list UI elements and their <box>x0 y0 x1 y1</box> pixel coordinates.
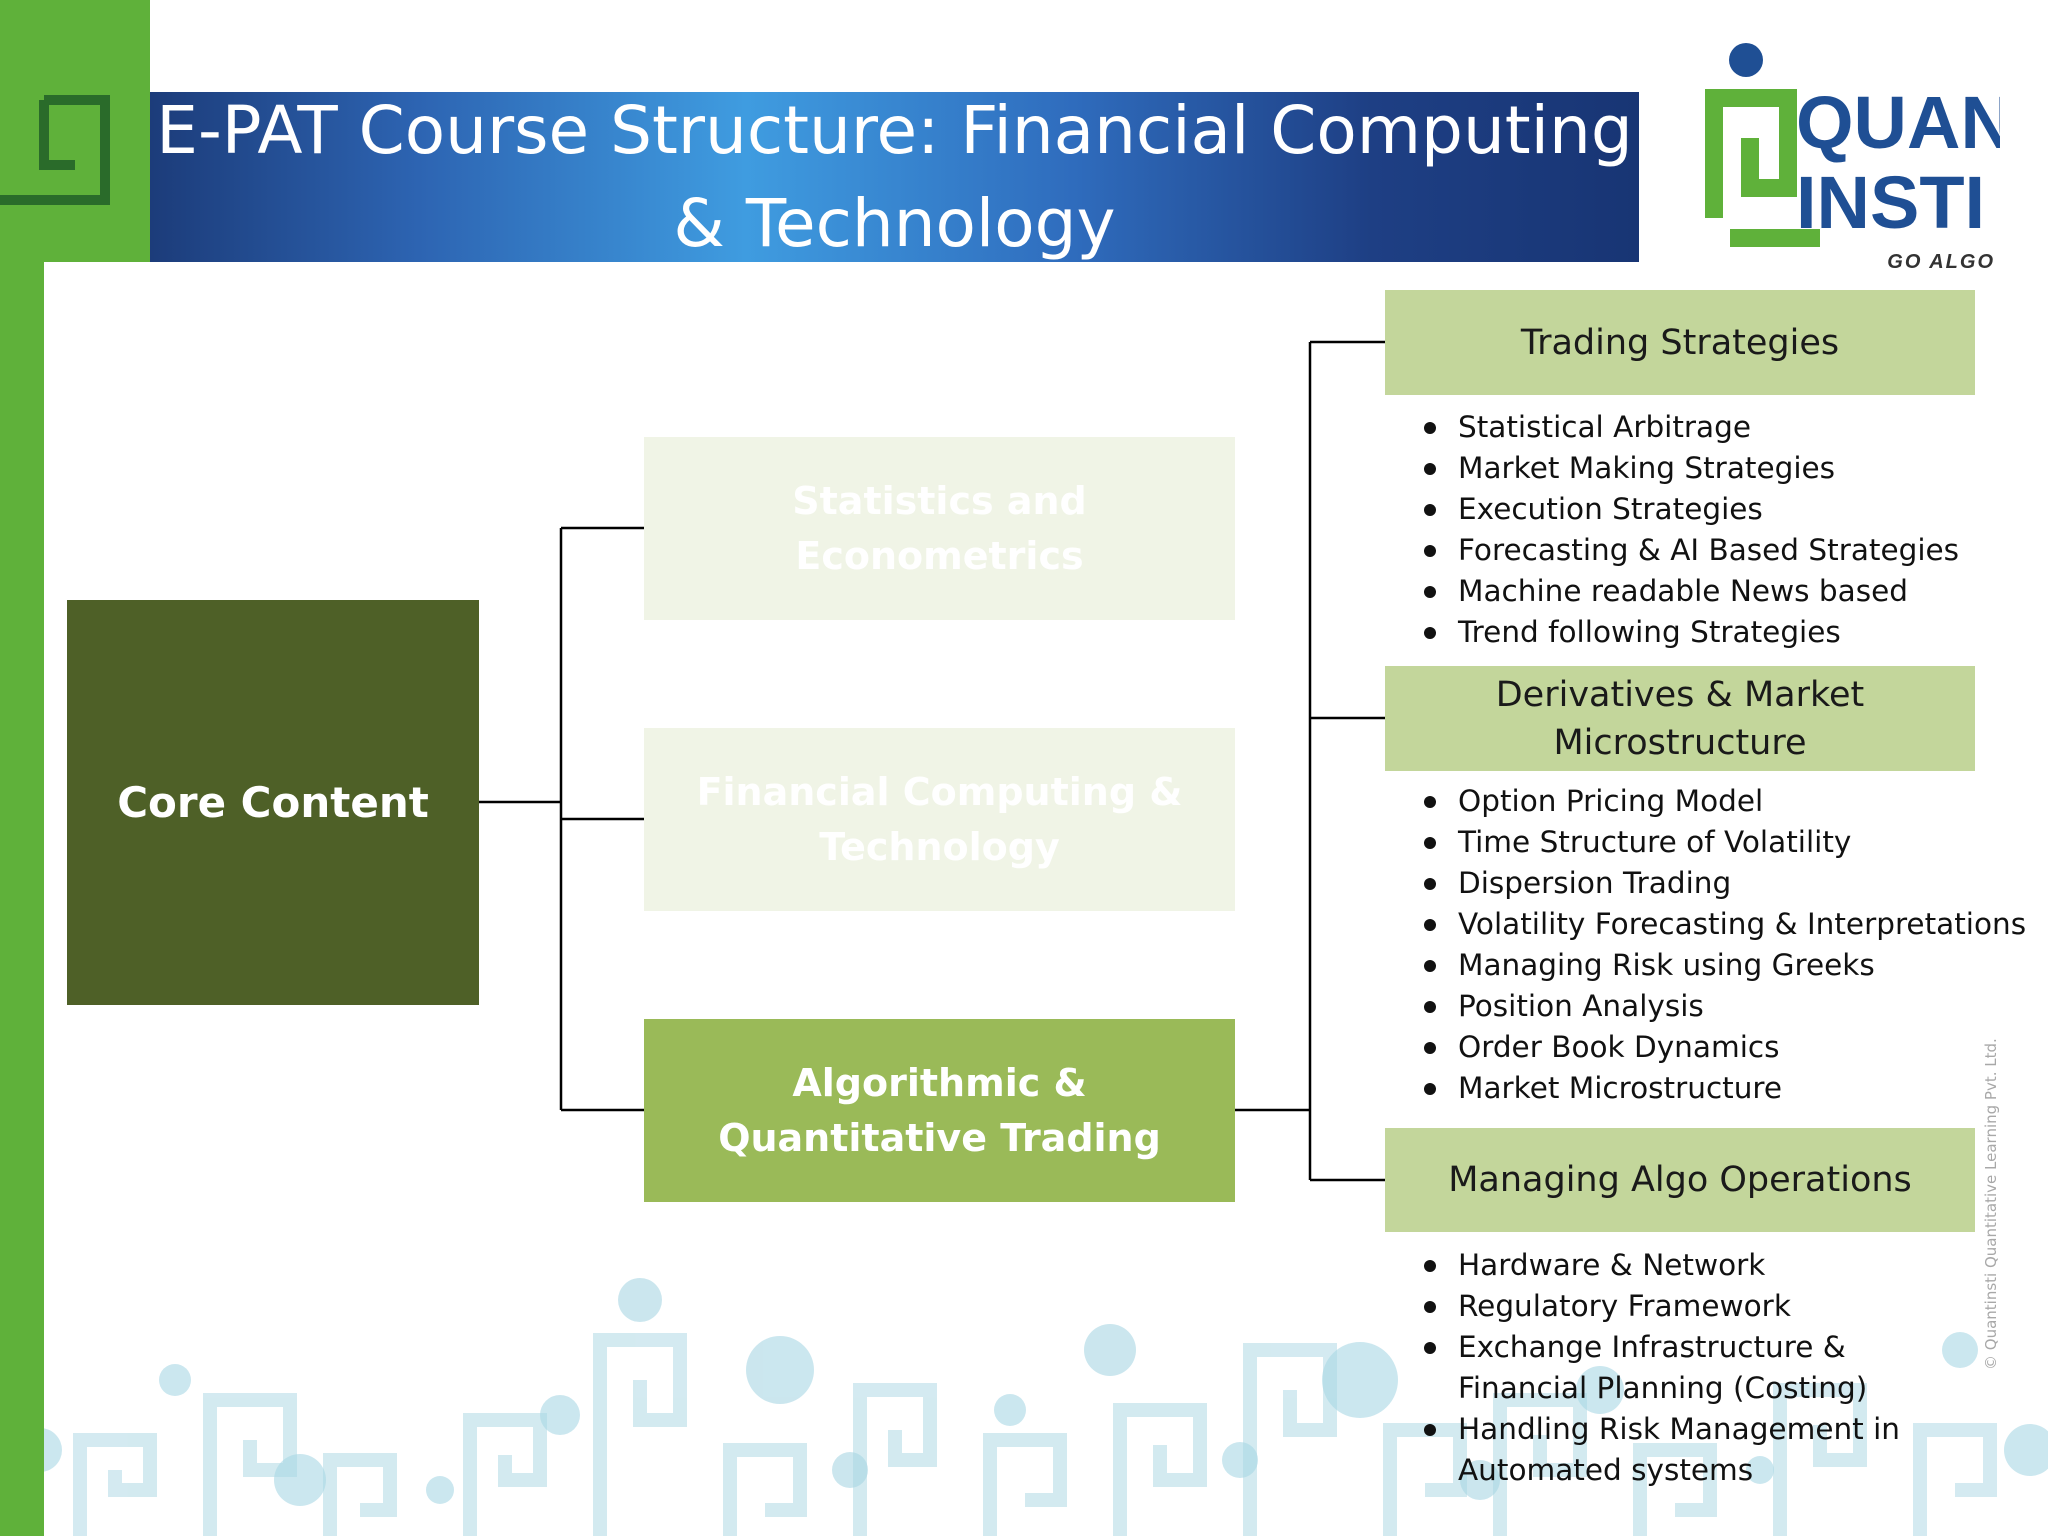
list-item: Handling Risk Management in Automated sy… <box>1420 1409 1960 1491</box>
list-item: Regulatory Framework <box>1420 1286 1960 1327</box>
top-left-accent-block <box>0 0 150 262</box>
list-item: Time Structure of Volatility <box>1420 822 2026 863</box>
list-item: Forecasting & AI Based Strategies <box>1420 530 1959 571</box>
logo-quant-text: QUANT <box>1796 81 2000 164</box>
topic-header-label: Trading Strategies <box>1520 322 1840 363</box>
slide-title: E-PAT Course Structure: Financial Comput… <box>150 84 1639 270</box>
list-item: Dispersion Trading <box>1420 863 2026 904</box>
title-bar <box>150 92 1639 262</box>
topic-header-derivatives: Derivatives & Market Microstructure <box>1385 666 1975 771</box>
core-content-label: Core Content <box>117 778 429 827</box>
list-item: Hardware & Network <box>1420 1245 1960 1286</box>
quantinsti-logo: QUANT INSTI GO ALGO <box>1705 43 2000 273</box>
list-item: Order Book Dynamics <box>1420 1027 2026 1068</box>
list-item: Position Analysis <box>1420 986 2026 1027</box>
list-item: Trend following Strategies <box>1420 612 1959 653</box>
list-item: Managing Risk using Greeks <box>1420 945 2026 986</box>
topic-list-algo-operations: Hardware & Network Regulatory Framework … <box>1420 1245 1960 1491</box>
copyright-watermark: © Quantinsti Quantitative Learning Pvt. … <box>1982 1038 2000 1370</box>
list-item: Market Making Strategies <box>1420 448 1959 489</box>
list-item: Option Pricing Model <box>1420 781 2026 822</box>
branch-label: Algorithmic & Quantitative Trading <box>718 1060 1161 1160</box>
topic-header-label: Managing Algo Operations <box>1448 1160 1912 1200</box>
list-item: Volatility Forecasting & Interpretations <box>1420 904 2026 945</box>
branch-label: Financial Computing & Technology <box>696 769 1183 869</box>
corner-spiral-icon <box>0 95 110 205</box>
topic-header-trading-strategies: Trading Strategies <box>1385 290 1975 395</box>
branch-financial-computing: Financial Computing & Technology <box>644 728 1235 911</box>
branch-algorithmic-trading: Algorithmic & Quantitative Trading <box>644 1019 1235 1202</box>
topic-header-label: Derivatives & Market Microstructure <box>1495 674 1865 763</box>
list-item: Market Microstructure <box>1420 1068 2026 1109</box>
list-item: Exchange Infrastructure & Financial Plan… <box>1420 1327 1960 1409</box>
branch-label: Statistics and Econometrics <box>792 478 1087 578</box>
list-item: Machine readable News based <box>1420 571 1959 612</box>
logo-insti-text: INSTI <box>1796 161 1985 244</box>
branch-statistics-econometrics: Statistics and Econometrics <box>644 437 1235 620</box>
topic-list-derivatives: Option Pricing Model Time Structure of V… <box>1420 781 2026 1109</box>
slide-title-line-1: E-PAT Course Structure: Financial Comput… <box>156 92 1633 169</box>
slide-title-line-2: & Technology <box>673 185 1116 262</box>
list-item: Statistical Arbitrage <box>1420 407 1959 448</box>
logo-tagline: GO ALGO <box>1887 251 1995 273</box>
list-item: Execution Strategies <box>1420 489 1959 530</box>
core-content-box: Core Content <box>67 600 479 1005</box>
topic-list-trading-strategies: Statistical Arbitrage Market Making Stra… <box>1420 407 1959 653</box>
background-pattern <box>18 1278 2048 1536</box>
topic-header-algo-operations: Managing Algo Operations <box>1385 1128 1975 1232</box>
